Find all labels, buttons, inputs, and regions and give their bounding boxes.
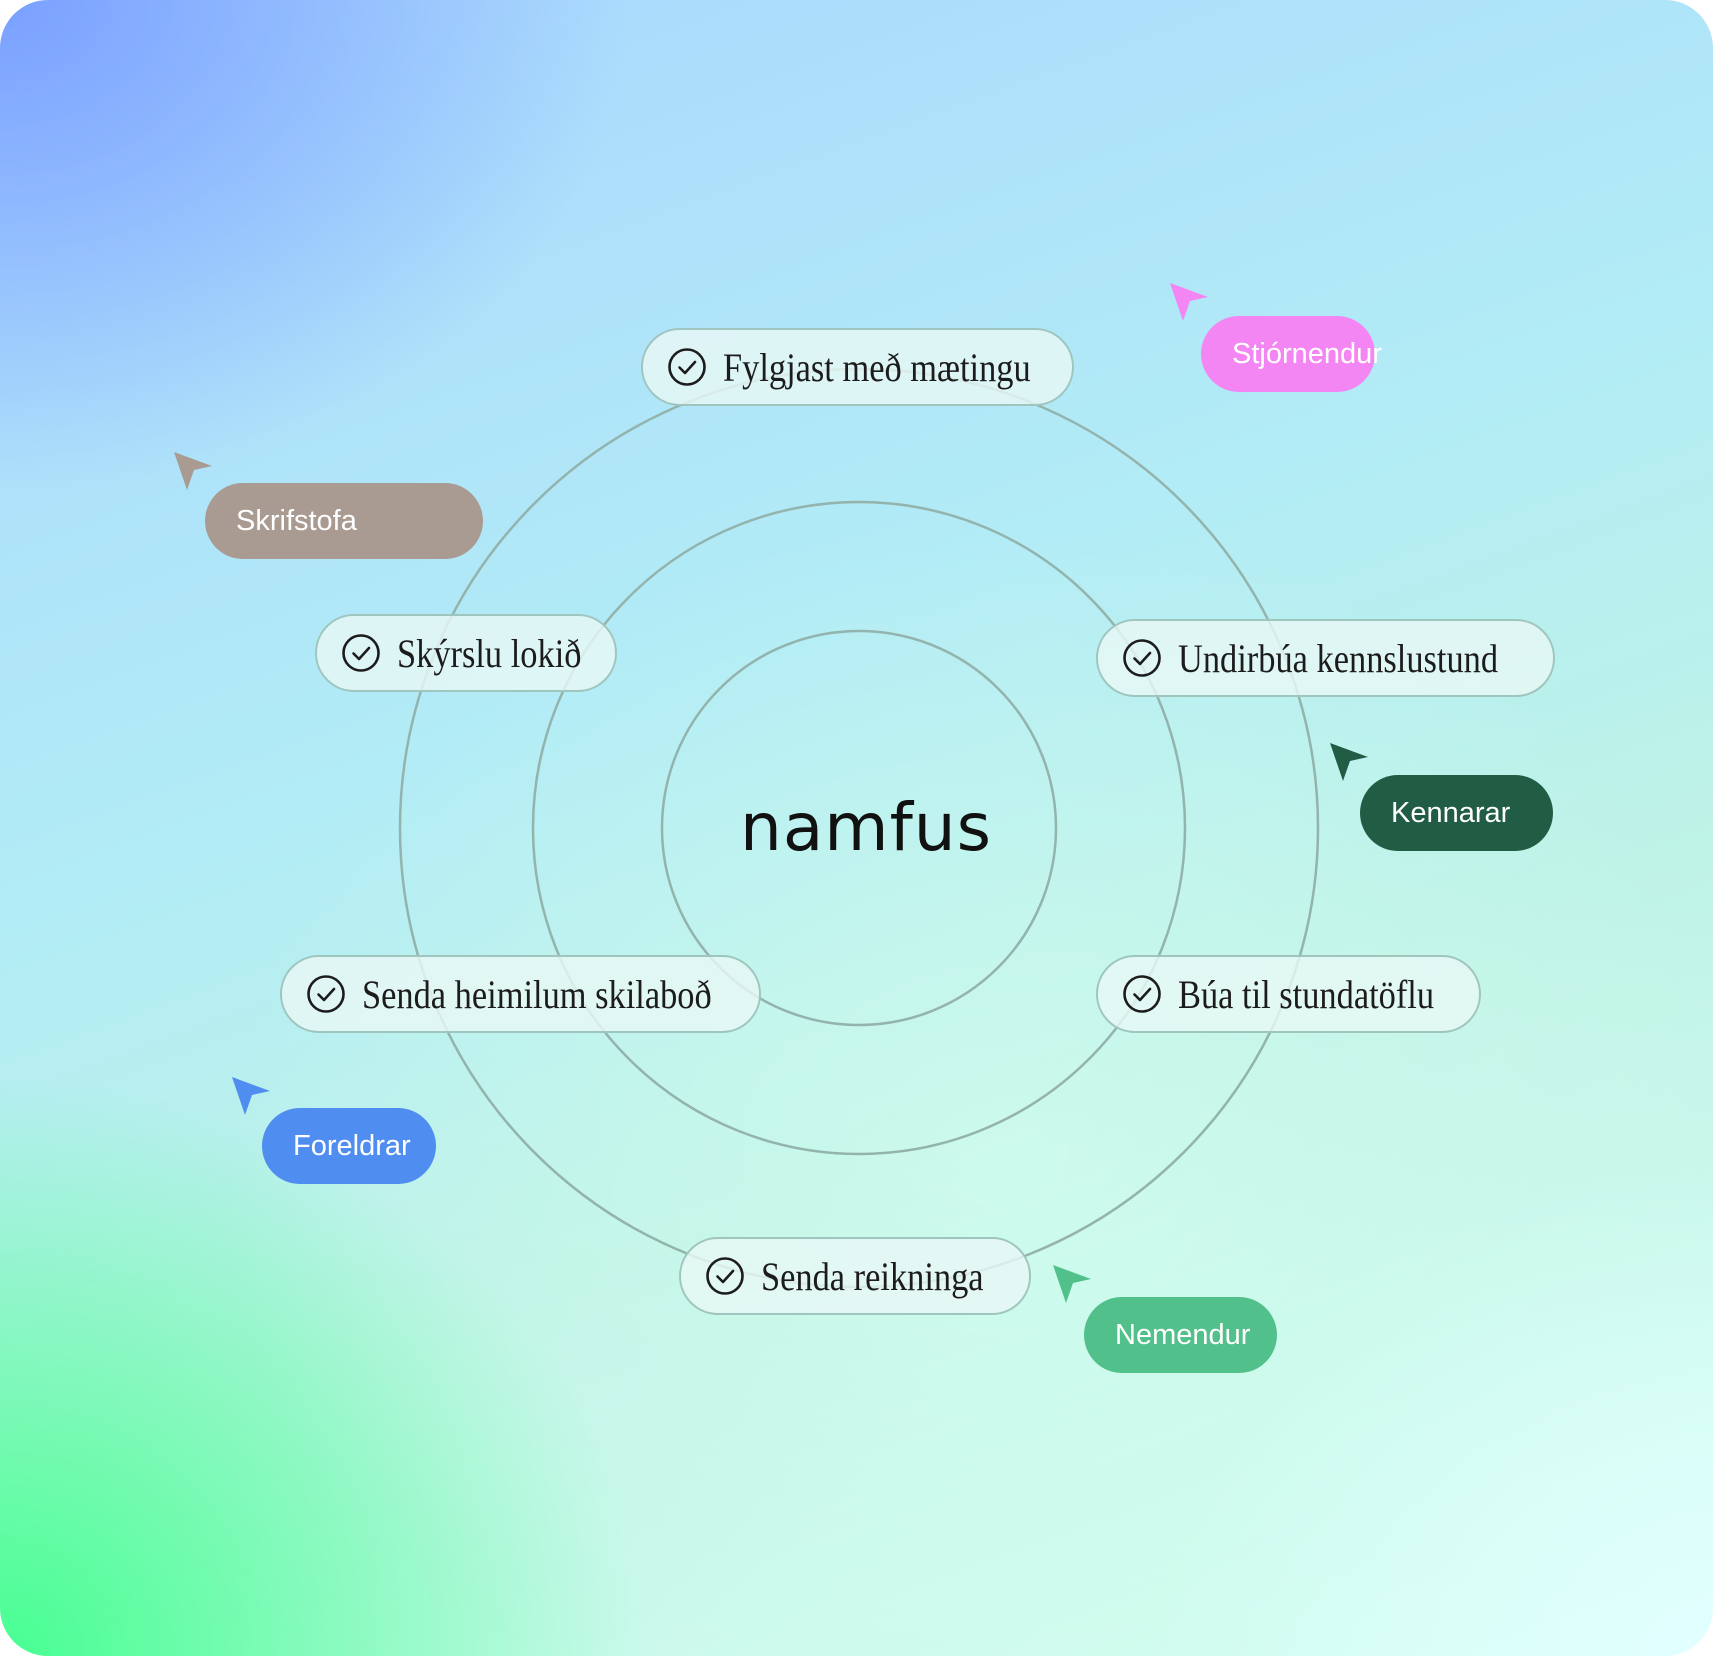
task-label: Senda reikninga [761,1253,984,1299]
role-label: Skrifstofa [236,504,357,537]
role-label: Foreldrar [293,1129,411,1162]
task-bua-til[interactable]: Búa til stundatöflu [1096,955,1481,1033]
check-circle-icon [1123,639,1161,677]
role-foreldrar[interactable]: Foreldrar [262,1108,436,1184]
task-skyrslu[interactable]: Skýrslu lokið [315,614,617,692]
task-undirbua[interactable]: Undirbúa kennslustund [1096,619,1555,697]
task-label: Senda heimilum skilaboð [362,971,712,1017]
check-circle-icon [342,634,380,672]
task-senda-heimilum[interactable]: Senda heimilum skilaboð [280,955,761,1033]
role-label: Kennarar [1391,796,1511,829]
cursor-arrow-icon [1053,1265,1091,1303]
task-label: Skýrslu lokið [397,630,582,676]
check-circle-icon [1123,975,1161,1013]
cursor-arrow-icon [1330,743,1368,781]
task-label: Undirbúa kennslustund [1178,635,1499,681]
cursor-arrow-icon [1170,283,1208,321]
middle-ring [531,500,1187,1156]
role-stjornendur[interactable]: Stjórnendur [1201,316,1382,392]
namfus-logo: namfus [740,789,993,866]
inner-ring [660,629,1058,1027]
role-nemendur[interactable]: Nemendur [1084,1297,1277,1373]
task-fylgjast[interactable]: Fylgjast með mætingu [641,328,1074,406]
task-label: Fylgjast með mætingu [723,344,1031,390]
role-skrifstofa[interactable]: Skrifstofa [205,483,483,559]
cursor-arrow-icon [232,1077,270,1115]
check-circle-icon [668,348,706,386]
check-circle-icon [706,1257,744,1295]
role-label: Stjórnendur [1232,337,1382,370]
task-label: Búa til stundatöflu [1178,971,1435,1017]
role-label: Nemendur [1115,1318,1251,1351]
task-senda-reikninga[interactable]: Senda reikninga [679,1237,1031,1315]
check-circle-icon [307,975,345,1013]
role-kennarar[interactable]: Kennarar [1360,775,1553,851]
cursor-arrow-icon [174,452,212,490]
